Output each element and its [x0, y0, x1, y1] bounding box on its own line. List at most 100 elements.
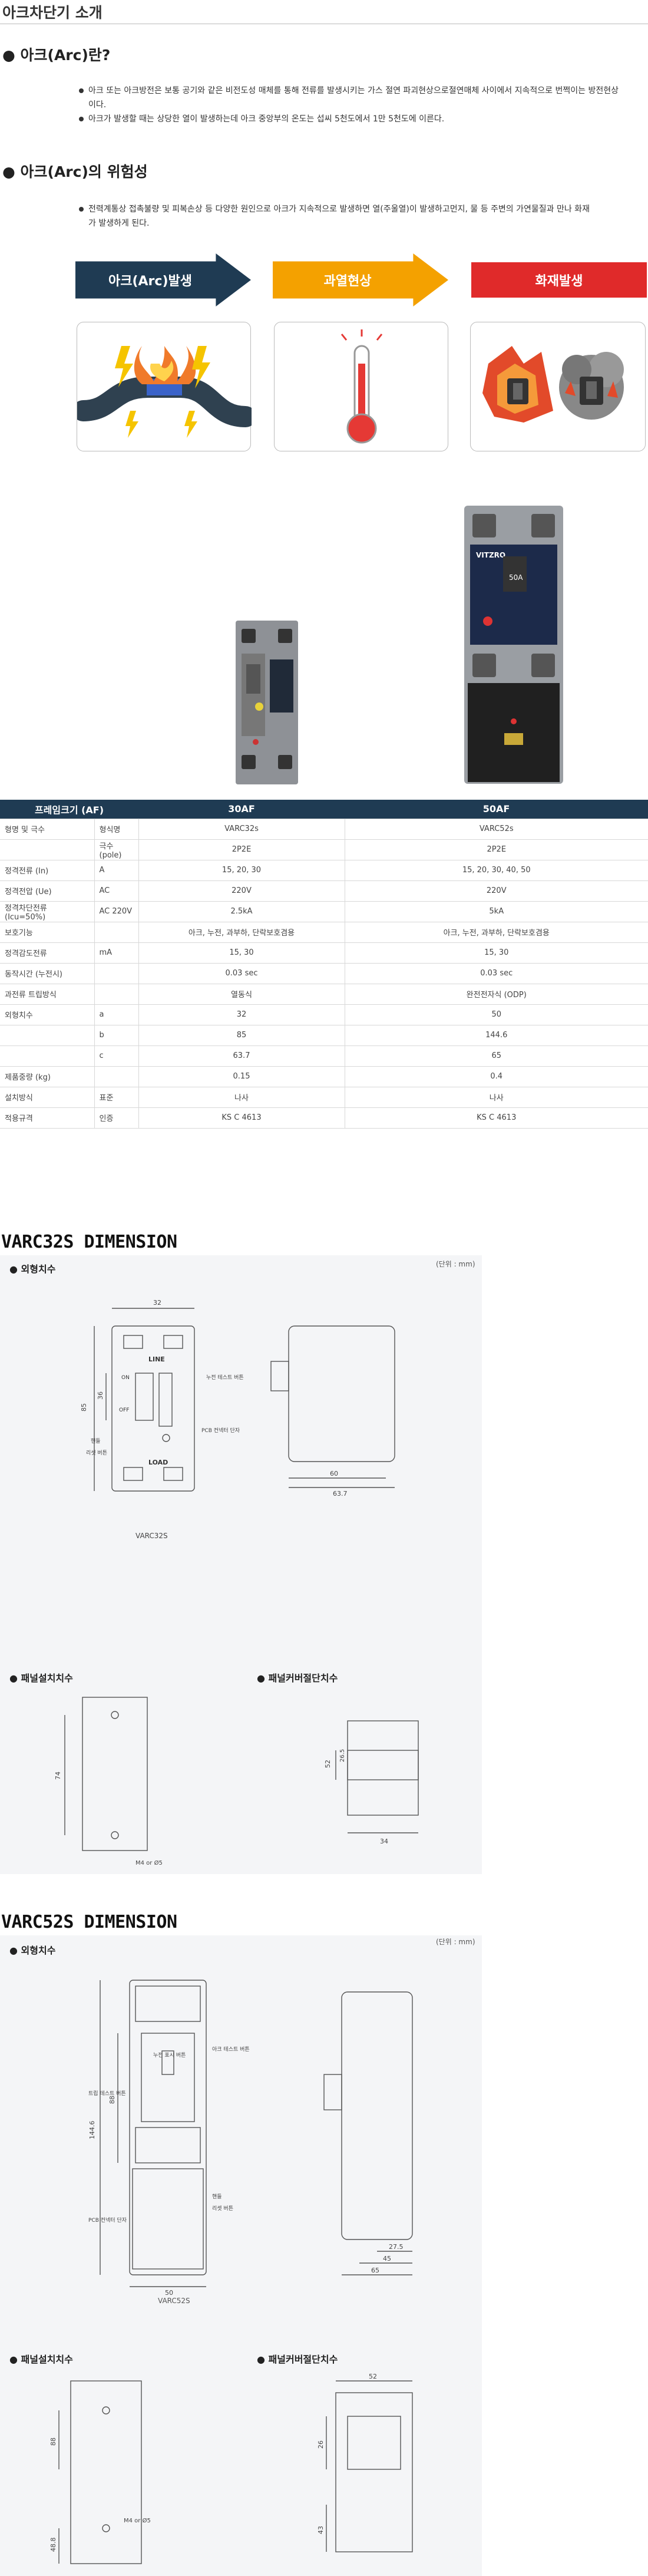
danger-flow: 아크(Arc)발생 과열현상 화재발생 — [75, 253, 648, 306]
danger-bullets: 전력계통상 접촉불량 및 피복손상 등 다양한 원인으로 아크가 지속적으로 발… — [78, 202, 596, 230]
spec-cell: VARC32s — [138, 819, 345, 840]
intro-heading: ● 아크(Arc)란? — [2, 47, 111, 64]
burning-breaker-icon — [482, 346, 624, 423]
spec-cell: 65 — [344, 1045, 648, 1067]
spec-cell: 표준 — [94, 1087, 138, 1108]
varc52s-install-heading: ● 패널설치치수 — [9, 2354, 73, 2365]
svg-text:핸들: 핸들 — [212, 2193, 222, 2200]
varc32s-dimension-panel — [0, 1255, 482, 1874]
spec-cell: 32 — [138, 1004, 345, 1025]
spec-cell — [0, 839, 94, 860]
svg-text:OFF: OFF — [119, 1407, 129, 1413]
varc52s-unit: (단위 : mm) — [436, 1938, 475, 1946]
step-arc: 아크(Arc)발생 — [75, 253, 251, 306]
varc52s-photo: VITZRO 50A — [462, 503, 566, 786]
spec-cell: 아크, 누전, 과부하, 단락보호겸용 — [138, 922, 345, 943]
page-title: 아크차단기 소개 — [2, 4, 103, 21]
svg-text:45: 45 — [383, 2255, 391, 2262]
varc52s-cut-heading: ● 패널커버절단치수 — [257, 2354, 338, 2365]
spec-cell: 0.03 sec — [344, 963, 648, 984]
svg-text:27.5: 27.5 — [389, 2243, 404, 2251]
spec-cell: 아크, 누전, 과부하, 단락보호겸용 — [344, 922, 648, 943]
svg-text:34: 34 — [380, 1838, 388, 1845]
intro-bullet: 아크 또는 아크방전은 보통 공기와 같은 비전도성 매체를 통해 전류를 발생… — [78, 84, 626, 112]
svg-text:M4 or Ø5: M4 or Ø5 — [135, 1859, 163, 1866]
spec-cell: 144.6 — [344, 1025, 648, 1046]
svg-text:65: 65 — [371, 2267, 379, 2274]
varc32s-dimension-title: VARC32S DIMENSION — [1, 1232, 177, 1252]
spec-cell — [94, 922, 138, 943]
spec-cell: 0.15 — [138, 1066, 345, 1087]
spec-cell: 보호기능 — [0, 922, 94, 943]
spec-cell: 외형치수 — [0, 1004, 94, 1025]
spec-cell: 정격차단전류 (Icu=50%) — [0, 901, 94, 922]
arc-cable-icon — [72, 346, 256, 438]
spec-cell: 제품중량 (kg) — [0, 1066, 94, 1087]
spec-cell: 열동식 — [138, 984, 345, 1005]
spec-cell — [0, 1045, 94, 1067]
spec-cell: 정격감도전류 — [0, 942, 94, 964]
spec-cell: AC 220V — [94, 901, 138, 922]
varc32s-cut-drawing: 52 26.5 34 — [324, 1720, 419, 1845]
spec-head-frame: 프레임크기 (AF) — [0, 800, 138, 819]
varc52s-install-drawing: 88 48.8 M4 or Ø5 — [49, 2380, 151, 2564]
svg-text:PCB 컨넥터 단자: PCB 컨넥터 단자 — [201, 1427, 240, 1434]
varc52s-dimension-title: VARC52S DIMENSION — [1, 1912, 177, 1932]
varc32s-unit: (단위 : mm) — [436, 1260, 475, 1268]
svg-text:누전 표시 버튼: 누전 표시 버튼 — [153, 2052, 186, 2059]
svg-text:LINE: LINE — [148, 1355, 165, 1363]
arc-illustration-card — [72, 322, 256, 451]
varc52s-model-caption: VARC52S — [158, 2297, 190, 2305]
svg-text:74: 74 — [54, 1772, 62, 1780]
svg-text:52: 52 — [369, 2373, 377, 2380]
svg-text:144.6: 144.6 — [88, 2121, 96, 2140]
svg-text:트립 테스트 버튼: 트립 테스트 버튼 — [88, 2090, 126, 2097]
spec-cell: 85 — [138, 1025, 345, 1046]
svg-text:63.7: 63.7 — [333, 1490, 348, 1498]
spec-cell: b — [94, 1025, 138, 1046]
spec-cell — [94, 984, 138, 1005]
spec-cell: 15, 20, 30, 40, 50 — [344, 860, 648, 881]
varc52s-dimension-panel — [0, 1935, 482, 2576]
svg-text:LOAD: LOAD — [148, 1459, 168, 1466]
svg-text:60: 60 — [330, 1470, 338, 1477]
spec-cell: 5kA — [344, 901, 648, 922]
svg-text:아크 테스트 버튼: 아크 테스트 버튼 — [212, 2046, 250, 2053]
svg-text:26.5: 26.5 — [339, 1749, 346, 1762]
varc52s-outline-drawing: 144.6 88 50 누전 표시 버튼 아크 테스트 버튼 트립 테스트 버튼… — [88, 1980, 413, 2297]
spec-head-row: 프레임크기 (AF) 30AF 50AF — [0, 800, 648, 819]
spec-cell — [94, 963, 138, 984]
spec-cell: 적용규격 — [0, 1107, 94, 1129]
varc32s-install-heading: ● 패널설치치수 — [9, 1673, 73, 1684]
svg-text:85: 85 — [80, 1403, 88, 1411]
thermometer-icon — [340, 329, 383, 444]
svg-text:누전 테스트 버튼: 누전 테스트 버튼 — [206, 1374, 244, 1381]
spec-cell: KS C 4613 — [138, 1107, 345, 1129]
spec-cell: KS C 4613 — [344, 1107, 648, 1129]
spec-cell: 2P2E — [138, 839, 345, 860]
spec-cell: AC — [94, 880, 138, 902]
varc32s-install-drawing: 74 M4 or Ø5 — [54, 1697, 163, 1866]
spec-cell: VARC52s — [344, 819, 648, 840]
svg-text:88: 88 — [49, 2438, 57, 2446]
svg-text:52: 52 — [324, 1760, 332, 1768]
spec-cell — [0, 1025, 94, 1046]
varc32s-cut-heading: ● 패널커버절단치수 — [257, 1673, 338, 1684]
varc32s-photo — [233, 618, 300, 786]
svg-text:50: 50 — [165, 2289, 173, 2297]
spec-cell: 0.03 sec — [138, 963, 345, 984]
spec-cell: 2.5kA — [138, 901, 345, 922]
spec-cell: 정격전압 (Ue) — [0, 880, 94, 902]
varc52s-outer-heading: ● 외형치수 — [9, 1945, 56, 1956]
spec-cell: 나사 — [138, 1087, 345, 1108]
spec-cell: mA — [94, 942, 138, 964]
fire-illustration-card — [470, 322, 646, 451]
